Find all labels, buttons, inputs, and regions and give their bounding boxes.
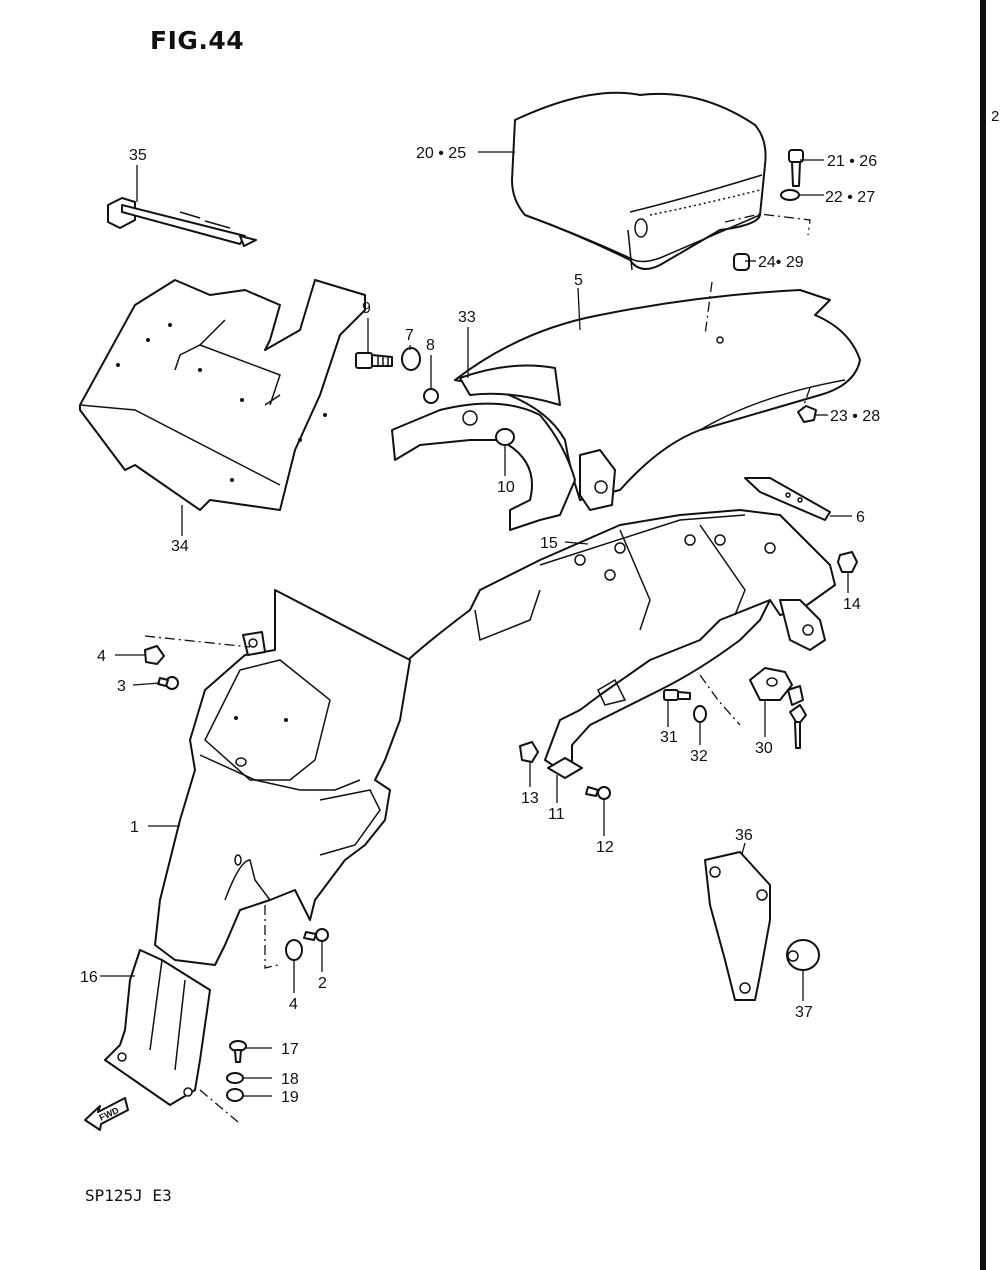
callout-35: 35 <box>129 147 147 164</box>
edge-number: 2 <box>991 108 1000 125</box>
part-3-bolt <box>157 676 179 690</box>
callout-19: 19 <box>281 1089 299 1106</box>
part-22-washer <box>780 189 800 201</box>
leader-lines <box>100 151 852 1097</box>
part-19-nut <box>226 1088 244 1102</box>
model-code: SP125J E3 <box>85 1186 172 1205</box>
callout-3: 3 <box>117 678 126 695</box>
figure-title: FIG.44 <box>150 26 245 55</box>
callout-18: 18 <box>281 1071 299 1088</box>
callout-24-29: 24• 29 <box>758 254 804 271</box>
callout-32: 32 <box>690 748 708 765</box>
callout-16: 16 <box>80 969 98 986</box>
rear-frame <box>399 509 836 771</box>
callout-4-lower: 4 <box>289 996 298 1013</box>
page-edge-border <box>980 0 986 1270</box>
part-7-grommet <box>401 347 421 371</box>
part-12-bolt <box>585 786 611 800</box>
callout-4-upper: 4 <box>97 648 106 665</box>
part-17-screw <box>229 1040 247 1063</box>
part-20-seat <box>511 91 811 271</box>
part-16-flap <box>104 949 239 1123</box>
part-2-bolt <box>303 928 329 942</box>
callout-2: 2 <box>318 975 327 992</box>
fwd-arrow-icon: FWD <box>84 1097 129 1131</box>
part-5-tail-cover <box>454 289 861 511</box>
part-10-nut <box>495 428 515 446</box>
callout-12: 12 <box>596 839 614 856</box>
part-18-washer <box>226 1072 244 1084</box>
dash-line-fender <box>264 905 279 969</box>
part-21-bolt <box>788 149 804 187</box>
callout-21-26: 21 • 26 <box>827 153 877 170</box>
callout-36: 36 <box>735 827 753 844</box>
callout-6: 6 <box>856 509 865 526</box>
callout-1: 1 <box>130 819 139 836</box>
dash-line-24 <box>704 281 713 336</box>
callout-11: 11 <box>548 806 565 823</box>
part-31-bolt <box>663 689 691 701</box>
part-5-inner-panel <box>391 402 576 531</box>
callout-31: 31 <box>660 729 678 746</box>
callout-30: 30 <box>755 740 773 757</box>
part-11-washer <box>547 757 583 779</box>
callout-22-27: 22 • 27 <box>825 189 875 206</box>
callout-8: 8 <box>426 337 435 354</box>
callout-13: 13 <box>521 790 539 807</box>
callout-labels: 35 20 • 25 21 • 26 22 • 27 24• 29 5 33 9… <box>80 145 880 1106</box>
callout-37: 37 <box>795 1004 813 1021</box>
part-34-tray <box>79 279 366 511</box>
part-33-pad <box>459 364 561 406</box>
callout-9: 9 <box>362 300 371 317</box>
part-37-rubber <box>786 939 820 971</box>
part-4-nut-upper <box>144 645 165 665</box>
part-1-rear-fender <box>154 589 411 966</box>
callout-5: 5 <box>574 272 583 289</box>
part-32-washer <box>693 705 707 723</box>
callout-34: 34 <box>171 538 189 555</box>
dash-line-23 <box>801 387 811 411</box>
part-23-nut <box>797 405 817 423</box>
part-36-plate <box>704 851 771 1001</box>
callout-33: 33 <box>458 309 476 326</box>
callout-14: 14 <box>843 596 861 613</box>
callout-10: 10 <box>497 479 515 496</box>
part-6-bracket <box>744 477 831 521</box>
part-30-seat-lock <box>699 667 807 749</box>
callout-7: 7 <box>405 327 414 344</box>
callout-17: 17 <box>281 1041 299 1058</box>
part-24-collar <box>733 253 750 271</box>
dash-line-4 <box>144 635 251 648</box>
part-35-strap <box>107 197 257 247</box>
callout-23-28: 23 • 28 <box>830 408 880 425</box>
callout-15: 15 <box>540 535 558 552</box>
callout-20-25: 20 • 25 <box>416 145 466 162</box>
part-13-nut <box>519 741 539 763</box>
part-9-bolt <box>355 352 393 369</box>
part-4-nut-lower <box>285 939 303 961</box>
part-14-nut <box>837 551 858 573</box>
part-8-collar <box>423 388 439 404</box>
